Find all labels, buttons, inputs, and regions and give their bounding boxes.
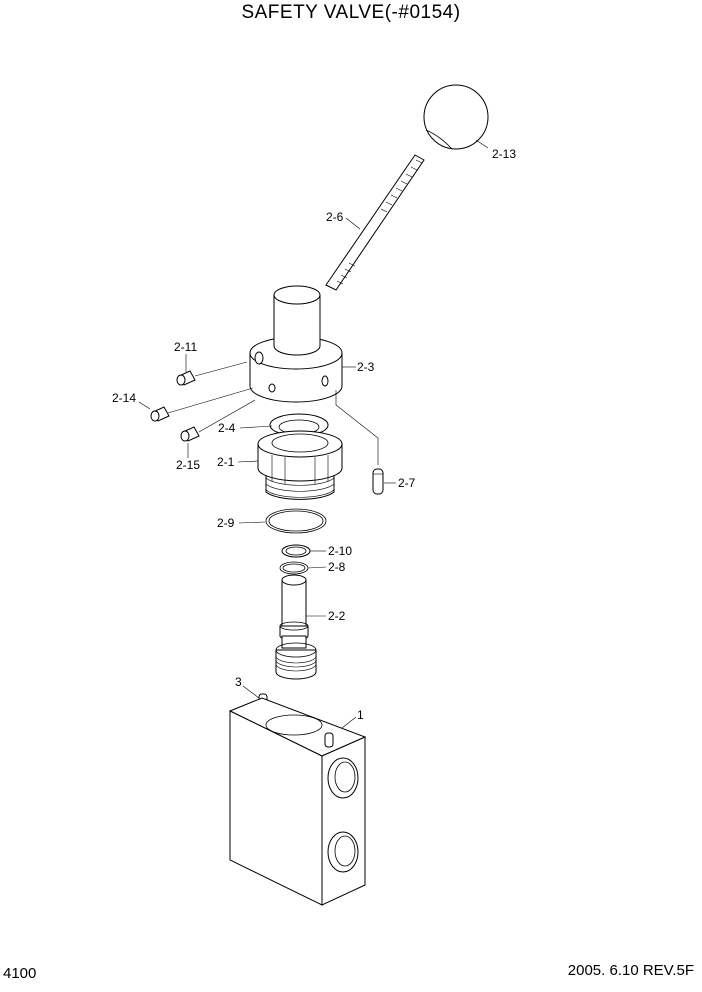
backup-ring	[281, 544, 311, 558]
callout-2-13: 2-13	[492, 147, 516, 161]
o-ring-large	[265, 508, 327, 534]
callout-labels: 2-13 2-6 2-3 2-11 2-14 2-15 2-4 2-1 2-7 …	[112, 147, 516, 722]
callout-2-15: 2-15	[176, 458, 200, 472]
callout-2-4: 2-4	[218, 421, 236, 435]
callout-2-10: 2-10	[328, 544, 352, 558]
set-screw-2-15	[180, 426, 200, 442]
callout-1: 1	[357, 708, 364, 722]
callout-2-7: 2-7	[398, 476, 416, 490]
callout-2-14: 2-14	[112, 391, 136, 405]
callout-2-9: 2-9	[217, 516, 235, 530]
callout-2-3: 2-3	[357, 360, 375, 374]
page-number: 4100	[3, 965, 37, 982]
set-screw-2-14	[150, 406, 170, 422]
callout-2-8: 2-8	[328, 560, 346, 574]
o-ring-small	[279, 561, 309, 575]
pin-leader-line	[335, 390, 379, 465]
valve-spool	[275, 574, 317, 680]
valve-block	[228, 697, 367, 906]
screw-leader-lines	[167, 361, 256, 433]
callout-2-11: 2-11	[174, 340, 197, 354]
lever-rod	[325, 154, 425, 291]
set-screw-2-11	[176, 370, 196, 386]
page-title: SAFETY VALVE(-#0154)	[241, 2, 461, 23]
callout-leaders	[138, 139, 489, 729]
knob-ball	[423, 84, 489, 150]
callout-3: 3	[235, 675, 242, 689]
callout-2-2: 2-2	[328, 609, 346, 623]
revision-date: 2005. 6.10 REV.5F	[567, 962, 694, 979]
callout-2-1: 2-1	[217, 455, 235, 469]
valve-housing	[257, 430, 343, 500]
pin	[372, 468, 384, 495]
handle-body	[249, 285, 343, 403]
callout-2-6: 2-6	[326, 210, 344, 224]
